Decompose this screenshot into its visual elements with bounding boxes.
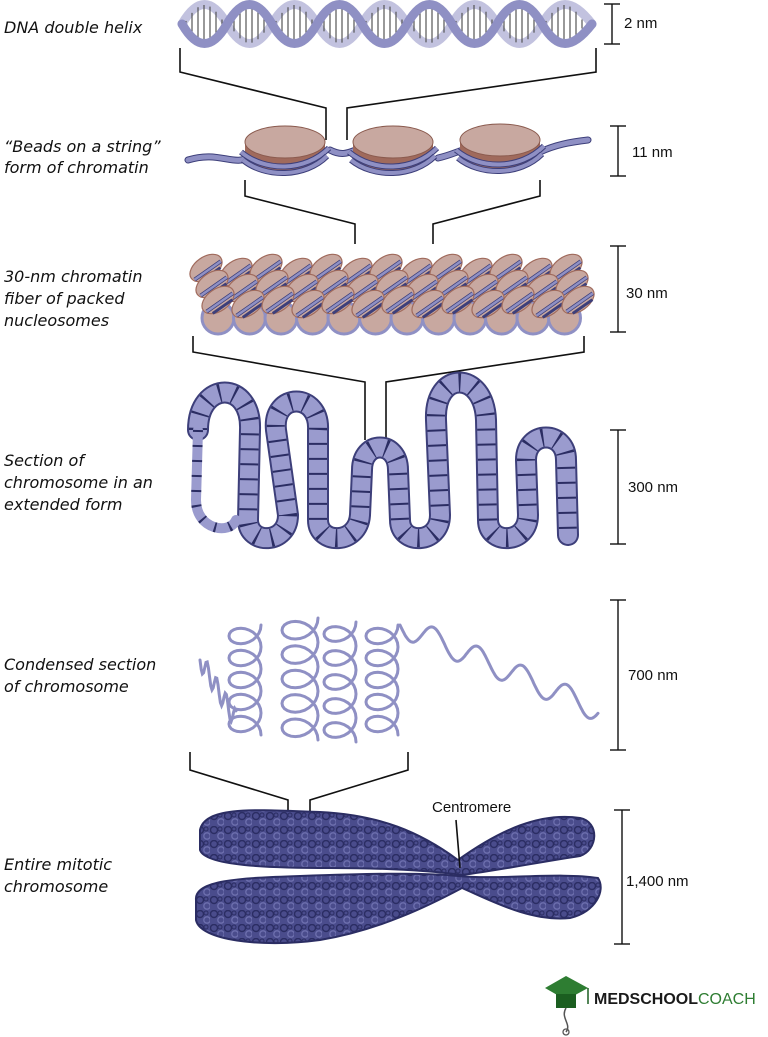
connector-fiber-right — [385, 336, 585, 440]
condensed-chromosome-section — [198, 616, 600, 744]
brand-name: MEDSCHOOLCOACH — [594, 991, 756, 1008]
connector-beads-left — [244, 180, 356, 244]
chromatid-lower — [194, 872, 602, 945]
mitotic-chromosome: Centromere — [194, 799, 602, 945]
nucleosome — [381, 285, 415, 315]
dimension-700nm: 700 nm — [610, 599, 678, 751]
dimension-1400nm: 1,400 nm — [614, 809, 689, 945]
label-beads-on-string: “Beads on a string” form of chromatin — [4, 137, 166, 177]
centromere-label: Centromere — [432, 799, 511, 816]
nucleosome — [321, 285, 355, 315]
extended-chromosome-section — [187, 371, 579, 550]
label-mitotic-chromosome: Entire mitotic chromosome — [4, 855, 117, 896]
nucleosome — [231, 289, 265, 319]
label-30nm-fiber: 30-nm chromatin fiber of packed nucleoso… — [4, 267, 148, 330]
nucleosome — [471, 289, 505, 319]
dimension-11nm: 11 nm — [610, 125, 673, 177]
nucleosome — [561, 285, 595, 315]
measure-2nm: 2 nm — [624, 15, 657, 32]
nucleosome — [239, 125, 332, 176]
measure-300nm: 300 nm — [628, 479, 678, 496]
centromere-pointer — [455, 819, 461, 869]
brand-logo: MEDSCHOOLCOACH — [545, 976, 756, 1036]
connector-fiber-left — [192, 336, 366, 440]
nucleosome — [261, 285, 295, 315]
nucleosome — [351, 289, 385, 319]
nucleosome — [347, 125, 440, 176]
measure-1400nm: 1,400 nm — [626, 873, 689, 890]
label-extended-chromosome: Section of chromosome in an extended for… — [4, 451, 158, 514]
nucleosome — [454, 123, 547, 174]
measure-11nm: 11 nm — [632, 144, 673, 161]
dimension-300nm: 300 nm — [610, 429, 678, 545]
measure-30nm: 30 nm — [626, 285, 668, 302]
connector-beads-right — [432, 180, 541, 244]
connector-helix-right — [346, 48, 597, 140]
nucleosome — [291, 289, 325, 319]
chromatin-30nm-fiber — [189, 253, 595, 336]
nucleosome — [531, 289, 565, 319]
beads-on-string — [184, 123, 592, 176]
connector-helix-left — [179, 48, 327, 140]
nucleosome — [411, 289, 445, 319]
chromatid-upper — [199, 809, 596, 877]
dna-double-helix — [177, 0, 597, 48]
dimension-2nm: 2 nm — [604, 3, 657, 45]
label-condensed-section: Condensed section of chromosome — [4, 655, 161, 696]
label-dna-double-helix: DNA double helix — [4, 18, 143, 37]
graduation-cap-icon — [545, 976, 589, 1036]
measure-700nm: 700 nm — [628, 667, 678, 684]
nucleosome — [201, 285, 235, 315]
nucleosome — [501, 285, 535, 315]
dimension-30nm: 30 nm — [610, 245, 668, 333]
nucleosome — [441, 285, 475, 315]
